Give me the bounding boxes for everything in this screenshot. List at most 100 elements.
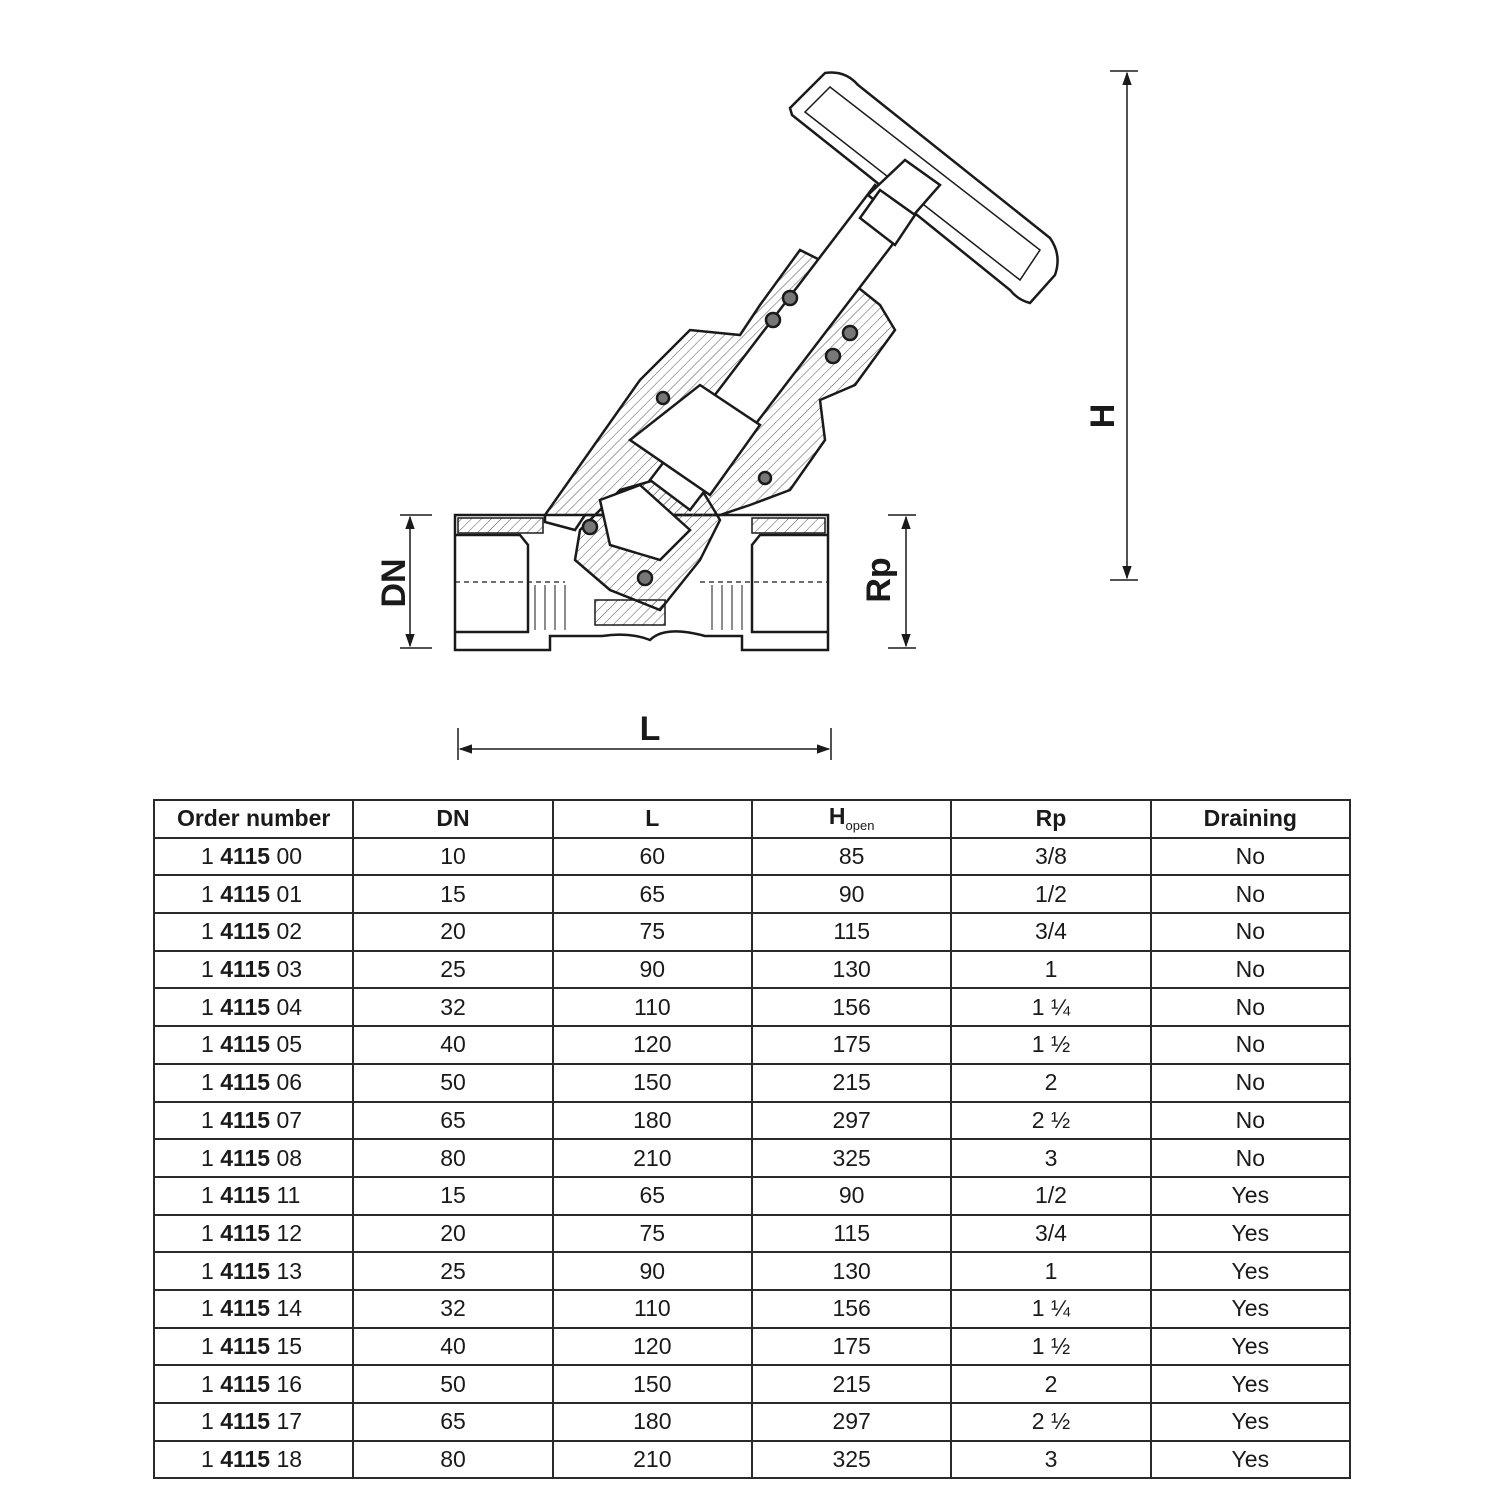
cell-h-open: 156 bbox=[750, 987, 953, 1028]
order-prefix: 1 bbox=[201, 993, 214, 1020]
cell-dn: 50 bbox=[352, 1364, 554, 1404]
order-prefix: 1 bbox=[201, 1295, 214, 1322]
order-suffix: 17 bbox=[276, 1408, 303, 1435]
cell-h-open: 115 bbox=[750, 912, 953, 952]
cell-order-number: 1 4115 04 bbox=[152, 987, 355, 1028]
cell-h-open: 130 bbox=[750, 1251, 953, 1291]
cell-l: 150 bbox=[551, 1364, 753, 1404]
order-series: 4115 bbox=[220, 1332, 271, 1359]
cell-order-number: 1 4115 13 bbox=[152, 1251, 355, 1291]
cell-dn: 65 bbox=[352, 1100, 554, 1141]
order-suffix: 04 bbox=[276, 993, 303, 1020]
cell-draining: Yes bbox=[1149, 1402, 1352, 1442]
cell-rp: 2 ½ bbox=[950, 1100, 1152, 1141]
order-prefix: 1 bbox=[201, 1332, 214, 1359]
cell-rp: 2 ½ bbox=[950, 1402, 1152, 1442]
cell-draining: No bbox=[1149, 987, 1352, 1028]
rp-dimension-label: Rp bbox=[860, 557, 898, 602]
order-prefix: 1 bbox=[201, 1182, 214, 1209]
cell-dn: 10 bbox=[352, 836, 554, 877]
handwheel bbox=[788, 71, 1059, 305]
header-order-number: Order number bbox=[152, 799, 355, 839]
cell-draining: Yes bbox=[1149, 1439, 1352, 1480]
order-suffix: 03 bbox=[276, 956, 303, 983]
order-prefix: 1 bbox=[201, 1446, 214, 1473]
dimension-lines bbox=[400, 70, 1138, 760]
cell-h-open: 90 bbox=[750, 874, 953, 915]
order-prefix: 1 bbox=[201, 1069, 214, 1096]
cell-rp: 1 bbox=[950, 949, 1152, 990]
order-prefix: 1 bbox=[201, 1219, 214, 1246]
cell-draining: Yes bbox=[1149, 1364, 1352, 1404]
order-suffix: 06 bbox=[276, 1069, 303, 1096]
cell-dn: 32 bbox=[352, 1288, 554, 1329]
header-rp: Rp bbox=[950, 799, 1152, 839]
cell-l: 180 bbox=[551, 1100, 753, 1141]
order-prefix: 1 bbox=[201, 1144, 214, 1171]
order-series: 4115 bbox=[220, 1106, 271, 1133]
cell-rp: 1 ¼ bbox=[950, 1288, 1152, 1329]
order-prefix: 1 bbox=[201, 1408, 214, 1435]
cell-h-open: 85 bbox=[750, 836, 953, 877]
cell-dn: 32 bbox=[352, 987, 554, 1028]
order-suffix: 15 bbox=[276, 1332, 303, 1359]
cell-order-number: 1 4115 18 bbox=[152, 1439, 355, 1480]
cell-draining: No bbox=[1149, 1062, 1352, 1103]
cell-dn: 80 bbox=[352, 1439, 554, 1480]
cell-l: 60 bbox=[551, 836, 753, 877]
cell-draining: No bbox=[1149, 874, 1352, 915]
cell-l: 110 bbox=[551, 987, 753, 1028]
order-series: 4115 bbox=[220, 1069, 271, 1096]
cell-dn: 15 bbox=[352, 1175, 554, 1216]
order-prefix: 1 bbox=[201, 1257, 214, 1284]
cell-l: 75 bbox=[551, 912, 753, 952]
cell-order-number: 1 4115 15 bbox=[152, 1326, 355, 1367]
cell-dn: 50 bbox=[352, 1062, 554, 1103]
cell-l: 65 bbox=[551, 874, 753, 915]
header-dn: DN bbox=[352, 799, 554, 839]
cell-draining: Yes bbox=[1149, 1288, 1352, 1329]
cell-l: 65 bbox=[551, 1175, 753, 1216]
cell-order-number: 1 4115 00 bbox=[152, 836, 355, 877]
cell-l: 150 bbox=[551, 1062, 753, 1103]
cell-draining: No bbox=[1149, 836, 1352, 877]
cell-order-number: 1 4115 05 bbox=[152, 1025, 355, 1065]
order-series: 4115 bbox=[220, 1031, 271, 1058]
cell-draining: No bbox=[1149, 1138, 1352, 1178]
cell-h-open: 297 bbox=[750, 1402, 953, 1442]
order-suffix: 02 bbox=[276, 918, 303, 945]
cell-l: 90 bbox=[551, 1251, 753, 1291]
order-suffix: 14 bbox=[276, 1295, 303, 1322]
cell-l: 110 bbox=[551, 1288, 753, 1329]
cell-h-open: 325 bbox=[750, 1439, 953, 1480]
table-header-row: Order number DN L Hopen Rp Draining bbox=[152, 799, 1352, 839]
header-h-open: Hopen bbox=[750, 799, 953, 839]
cell-draining: Yes bbox=[1149, 1326, 1352, 1367]
cell-dn: 25 bbox=[352, 949, 554, 990]
cell-order-number: 1 4115 02 bbox=[152, 912, 355, 952]
dn-dimension-label: DN bbox=[375, 558, 413, 607]
order-suffix: 01 bbox=[276, 880, 303, 907]
order-series: 4115 bbox=[220, 1295, 271, 1322]
order-series: 4115 bbox=[220, 1144, 271, 1171]
cell-l: 210 bbox=[551, 1138, 753, 1178]
order-suffix: 07 bbox=[276, 1106, 303, 1133]
cell-order-number: 1 4115 07 bbox=[152, 1100, 355, 1141]
cell-l: 90 bbox=[551, 949, 753, 990]
header-draining: Draining bbox=[1149, 799, 1352, 839]
order-suffix: 18 bbox=[276, 1446, 303, 1473]
cell-dn: 20 bbox=[352, 912, 554, 952]
cell-dn: 15 bbox=[352, 874, 554, 915]
order-prefix: 1 bbox=[201, 956, 214, 983]
cell-rp: 1/2 bbox=[950, 874, 1152, 915]
